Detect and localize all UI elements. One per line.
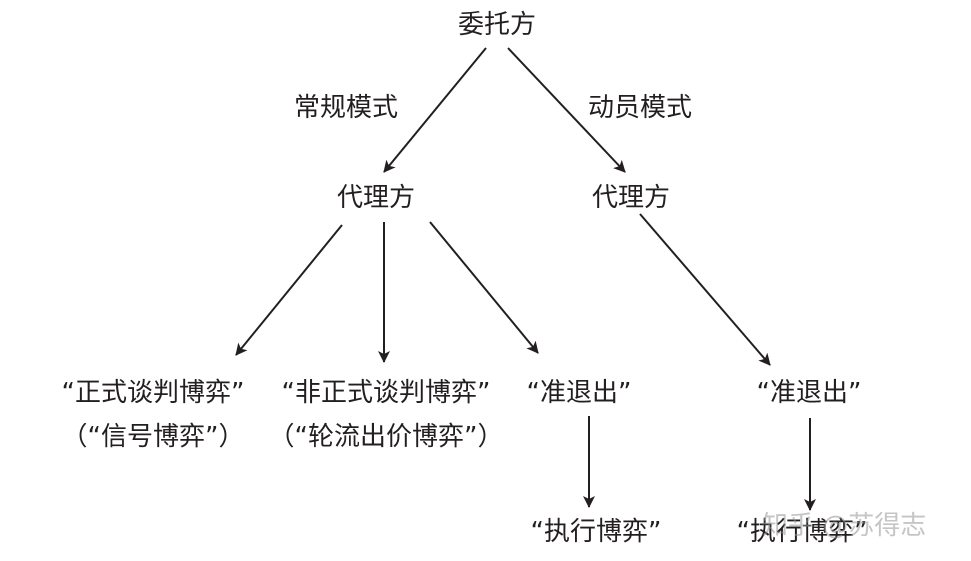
quasi-exit-left-node: “准退出”: [527, 378, 632, 408]
quasi-exit-right-node: “准退出”: [757, 378, 862, 408]
mobilization-mode-label: 动员模式: [588, 93, 693, 123]
edge-client-to-agent-right: [507, 47, 626, 173]
agent-right-label: 代理方: [591, 183, 671, 213]
agent-left-node: 代理方: [337, 183, 415, 213]
formal-game-subtitle: （“信号博弈”）: [61, 422, 245, 452]
watermark: 知乎 @苏得志: [762, 511, 927, 541]
client-node: 委托方: [458, 10, 536, 40]
client-label: 委托方: [457, 10, 537, 40]
formal-game-node: “正式谈判博弈” （“信号博弈”）: [62, 378, 245, 452]
edge-client-to-agent-left: [383, 47, 487, 173]
normal-mode-label: 常规模式: [294, 93, 399, 123]
formal-game-title: “正式谈判博弈”: [61, 378, 245, 408]
execution-right-label: “执行博弈”: [736, 517, 868, 547]
informal-game-subtitle: （“轮流出价博弈”）: [268, 422, 504, 452]
edge-agent-left-to-formal-game: [235, 224, 343, 356]
informal-game-title: “非正式谈判博弈”: [281, 378, 491, 408]
agent-left-label: 代理方: [336, 183, 416, 213]
informal-game-node: “非正式谈判博弈” （“轮流出价博弈”）: [269, 378, 504, 452]
edge-agent-right-to-quasi-exit-right: [639, 213, 771, 366]
quasi-exit-right-label: “准退出”: [756, 378, 862, 408]
edge-agent-left-to-quasi-exit-left: [429, 221, 539, 354]
execution-right-node: “执行博弈”: [737, 517, 868, 547]
quasi-exit-left-label: “准退出”: [526, 378, 632, 408]
execution-left-node: “执行博弈”: [531, 517, 662, 547]
agent-right-node: 代理方: [592, 183, 670, 213]
execution-left-label: “执行博弈”: [530, 517, 662, 547]
